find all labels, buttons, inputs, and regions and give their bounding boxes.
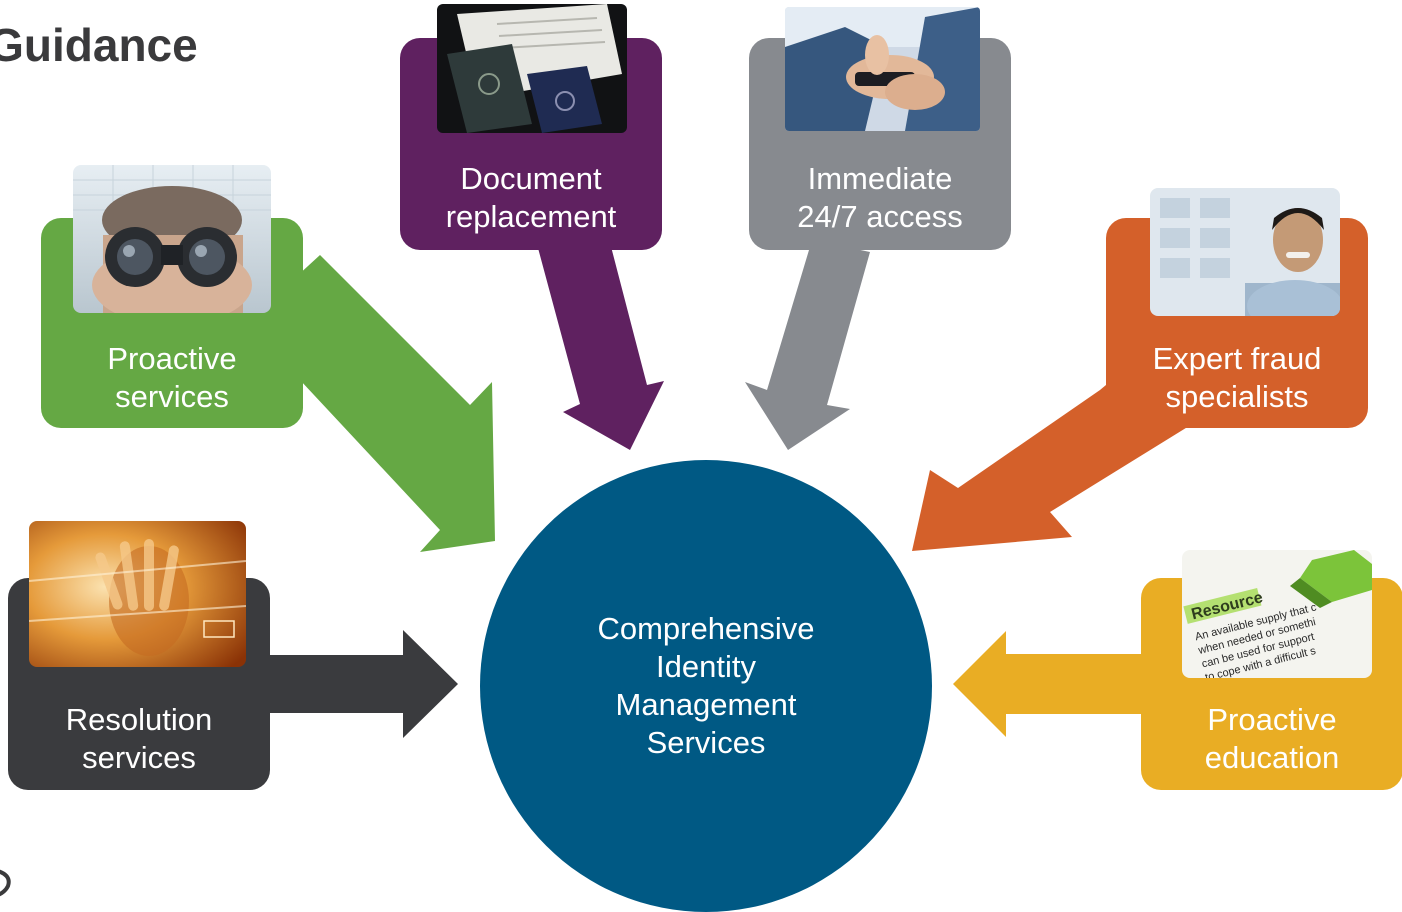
box-proactive-education-label: Proactive education: [1141, 701, 1402, 777]
resource-definition-photo: Resource An available supply that c when…: [1182, 550, 1372, 678]
slide-title: g t Guidance: [0, 0, 360, 74]
arrow-proactive-services: [260, 255, 495, 552]
hub-label-line-1: Comprehensive: [597, 611, 815, 646]
hand-photo: [29, 521, 246, 667]
smartphone-photo: [785, 7, 980, 131]
box-immediate-access-label: Immediate 24/7 access: [749, 160, 1011, 236]
box-proactive-education-line-2: education: [1204, 740, 1340, 775]
box-resolution-services-line-2: services: [82, 740, 196, 775]
hub-label: Comprehensive Identity Management Servic…: [480, 610, 932, 762]
arrow-proactive-education: [953, 631, 1170, 737]
specialist-photo: [1150, 188, 1340, 316]
arrow-resolution-services: [220, 630, 458, 738]
hub-label-line-2: Identity: [656, 649, 756, 684]
hub-label-line-3: Management: [615, 687, 797, 722]
box-document-replacement-line-2: replacement: [445, 199, 617, 234]
box-expert-fraud-line-2: specialists: [1165, 379, 1309, 414]
arrow-document-replacement: [538, 235, 664, 450]
highlighter-icon: [1290, 550, 1372, 608]
box-expert-fraud-line-1: Expert fraud: [1152, 341, 1322, 376]
logo-fragment: [0, 869, 11, 897]
box-resolution-services-line-1: Resolution: [65, 702, 213, 737]
box-immediate-access-line-2: 24/7 access: [797, 199, 963, 234]
hub-circle: Comprehensive Identity Management Servic…: [480, 460, 932, 912]
slide-title-line-2: t Guidance: [0, 19, 198, 71]
passports-photo: [437, 4, 627, 133]
highlight-mark: [1183, 588, 1262, 624]
box-document-replacement-line-1: Document: [460, 161, 602, 196]
arrow-immediate-access: [745, 240, 870, 450]
box-resolution-services-label: Resolution services: [8, 701, 270, 777]
binoculars-photo: [73, 165, 271, 313]
box-document-replacement-label: Document replacement: [400, 160, 662, 236]
box-proactive-education-line-1: Proactive: [1207, 702, 1337, 737]
box-proactive-services-line-1: Proactive: [107, 341, 237, 376]
box-proactive-services-line-2: services: [115, 379, 229, 414]
box-expert-fraud-label: Expert fraud specialists: [1106, 340, 1368, 416]
hub-label-line-4: Services: [646, 725, 766, 760]
box-proactive-services-label: Proactive services: [41, 340, 303, 416]
box-immediate-access-line-1: Immediate: [807, 161, 953, 196]
